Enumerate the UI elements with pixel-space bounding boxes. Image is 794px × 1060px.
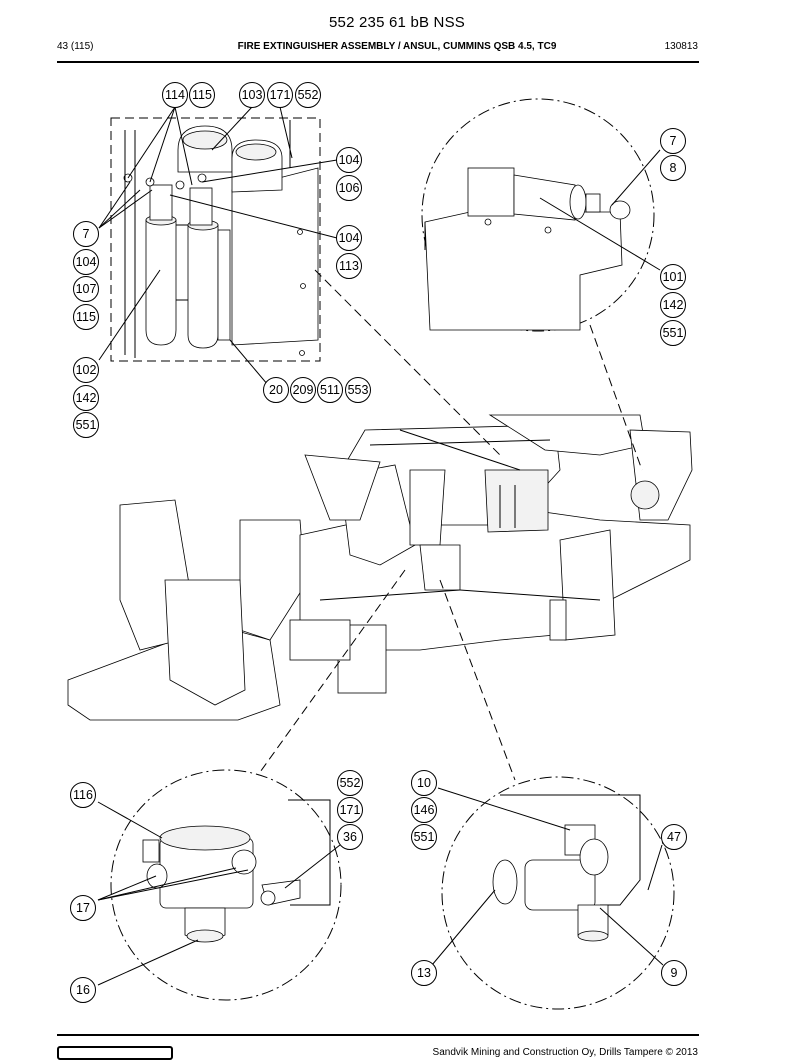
page-title: FIRE EXTINGUISHER ASSEMBLY / ANSUL, CUMM… bbox=[237, 41, 557, 52]
detail-nozzle bbox=[110, 769, 342, 1001]
svg-text:10: 10 bbox=[417, 776, 431, 790]
callout: 20 bbox=[263, 377, 289, 403]
callout: 551 bbox=[73, 412, 99, 438]
header-rule bbox=[57, 61, 699, 63]
callout: 104 bbox=[73, 249, 99, 275]
svg-text:8: 8 bbox=[670, 161, 677, 175]
callout: 10 bbox=[411, 770, 437, 796]
callout: 7 bbox=[660, 128, 686, 154]
callout: 9 bbox=[661, 960, 687, 986]
svg-text:104: 104 bbox=[339, 153, 360, 167]
callout: 511 bbox=[317, 377, 343, 403]
svg-text:511: 511 bbox=[320, 383, 340, 397]
callout: 114 bbox=[162, 82, 188, 108]
svg-text:114: 114 bbox=[165, 88, 185, 102]
svg-text:107: 107 bbox=[76, 282, 97, 296]
svg-text:36: 36 bbox=[343, 830, 357, 844]
callout: 116 bbox=[70, 782, 96, 808]
callout: 102 bbox=[73, 357, 99, 383]
svg-text:9: 9 bbox=[671, 966, 678, 980]
callout: 36 bbox=[337, 824, 363, 850]
callout: 142 bbox=[73, 385, 99, 411]
callout: 106 bbox=[336, 175, 362, 201]
detail-elbow-fitting bbox=[441, 776, 675, 1010]
svg-text:171: 171 bbox=[270, 88, 291, 102]
callout: 115 bbox=[189, 82, 215, 108]
svg-text:142: 142 bbox=[76, 391, 97, 405]
svg-text:142: 142 bbox=[663, 298, 684, 312]
callout: 103 bbox=[239, 82, 265, 108]
callout: 146 bbox=[411, 797, 437, 823]
svg-text:116: 116 bbox=[73, 788, 93, 802]
callout: 209 bbox=[290, 377, 316, 403]
footer-rule bbox=[57, 1034, 699, 1036]
leader-lines bbox=[97, 106, 664, 986]
svg-text:551: 551 bbox=[663, 326, 684, 340]
callouts-bottom-left: 116 552 171 36 17 16 bbox=[70, 770, 363, 1003]
callout: 47 bbox=[661, 824, 687, 850]
callout: 104 bbox=[336, 225, 362, 251]
svg-text:103: 103 bbox=[242, 88, 263, 102]
callout: 552 bbox=[337, 770, 363, 796]
callout: 107 bbox=[73, 276, 99, 302]
callout: 553 bbox=[345, 377, 371, 403]
svg-text:101: 101 bbox=[663, 270, 684, 284]
document-code: 130813 bbox=[664, 41, 698, 52]
svg-text:102: 102 bbox=[76, 363, 97, 377]
svg-text:146: 146 bbox=[414, 803, 435, 817]
svg-text:106: 106 bbox=[339, 181, 360, 195]
callouts-top-right: 7 8 101 142 551 bbox=[660, 128, 686, 346]
svg-text:553: 553 bbox=[348, 383, 369, 397]
svg-text:20: 20 bbox=[269, 383, 283, 397]
callout: 171 bbox=[267, 82, 293, 108]
svg-text:17: 17 bbox=[76, 901, 90, 915]
svg-text:171: 171 bbox=[340, 803, 361, 817]
callout: 101 bbox=[660, 264, 686, 290]
detail-extinguisher-pair bbox=[110, 117, 321, 362]
svg-text:551: 551 bbox=[414, 830, 435, 844]
svg-text:551: 551 bbox=[76, 418, 97, 432]
callout: 13 bbox=[411, 960, 437, 986]
callout: 551 bbox=[660, 320, 686, 346]
callouts-bottom-right: 10 146 551 47 13 9 bbox=[411, 770, 687, 986]
svg-text:552: 552 bbox=[340, 776, 361, 790]
svg-text:7: 7 bbox=[83, 227, 90, 241]
document-number: 552 235 61 bB NSS bbox=[329, 14, 465, 31]
brand-logo bbox=[57, 1046, 173, 1060]
svg-text:552: 552 bbox=[298, 88, 319, 102]
callout: 17 bbox=[70, 895, 96, 921]
callout: 171 bbox=[337, 797, 363, 823]
callouts-top-left: 114 115 103 171 552 104 106 7 104 104 11… bbox=[73, 82, 371, 438]
svg-text:209: 209 bbox=[293, 383, 314, 397]
callout: 115 bbox=[73, 304, 99, 330]
svg-text:7: 7 bbox=[670, 134, 677, 148]
callout: 113 bbox=[336, 253, 362, 279]
svg-text:115: 115 bbox=[76, 310, 96, 324]
callout: 551 bbox=[411, 824, 437, 850]
callout: 142 bbox=[660, 292, 686, 318]
svg-text:115: 115 bbox=[192, 88, 212, 102]
callout: 552 bbox=[295, 82, 321, 108]
callout: 16 bbox=[70, 977, 96, 1003]
svg-text:104: 104 bbox=[339, 231, 360, 245]
callout: 8 bbox=[660, 155, 686, 181]
detail-actuator bbox=[421, 98, 655, 332]
svg-text:113: 113 bbox=[339, 259, 359, 273]
callout: 7 bbox=[73, 221, 99, 247]
main-chassis-assembly bbox=[67, 414, 693, 721]
svg-text:13: 13 bbox=[417, 966, 431, 980]
page-number: 43 (115) bbox=[57, 41, 94, 52]
svg-text:47: 47 bbox=[667, 830, 681, 844]
callout: 104 bbox=[336, 147, 362, 173]
svg-text:16: 16 bbox=[76, 983, 90, 997]
svg-text:104: 104 bbox=[76, 255, 97, 269]
